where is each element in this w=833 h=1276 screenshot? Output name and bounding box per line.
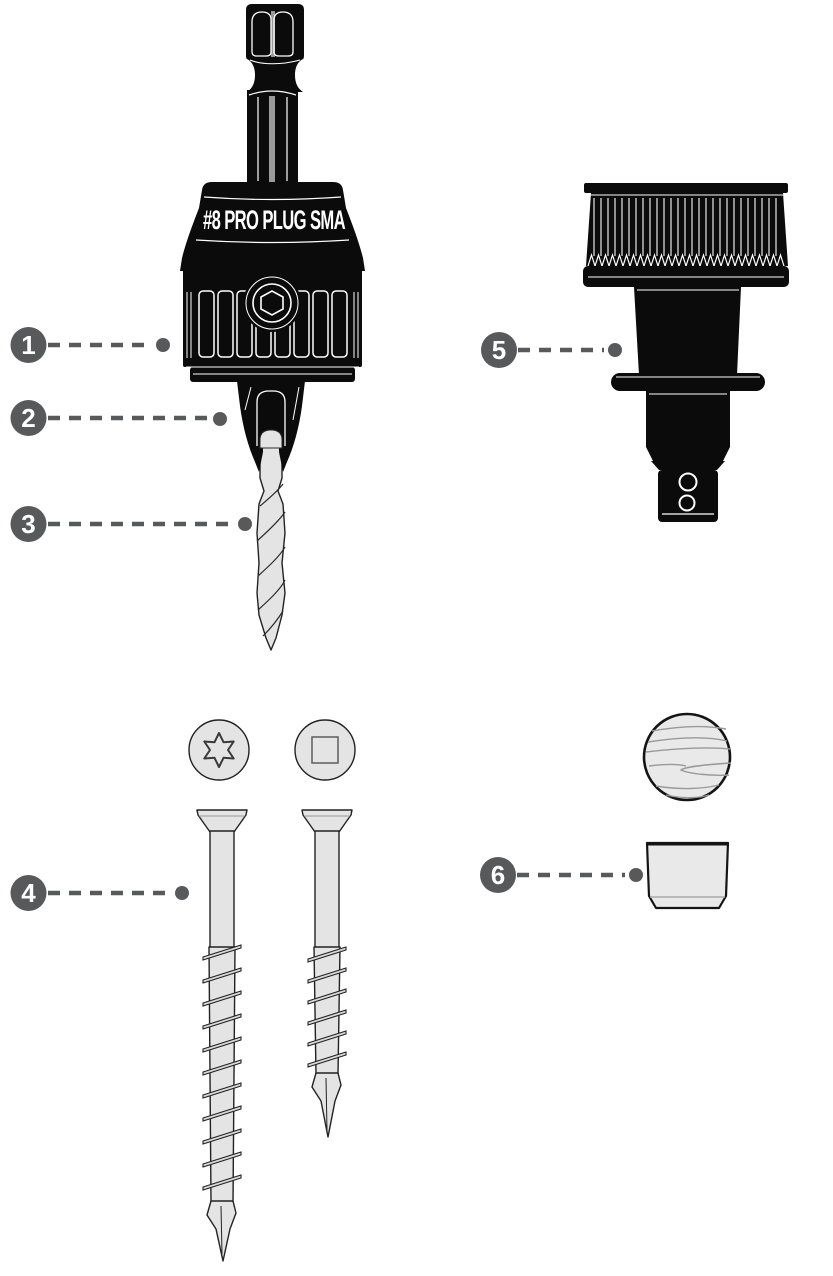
callout-1-number: 1 <box>21 330 35 360</box>
callout-1-dot <box>156 338 170 352</box>
callout-4-dot <box>175 886 189 900</box>
shank-highlight-2 <box>269 96 275 182</box>
long-screw <box>196 809 248 1262</box>
plug-top-view <box>642 712 732 802</box>
depth-collar <box>183 262 362 382</box>
driver-body <box>611 287 765 461</box>
wood-plug <box>642 712 732 910</box>
plug-side-view <box>645 841 730 910</box>
tool-brand-label: #8 PRO PLUG SMA <box>203 205 345 235</box>
drill-bit <box>256 428 286 651</box>
set-screw <box>243 274 301 332</box>
callout-6-number: 6 <box>491 860 505 890</box>
callout-4-badge <box>10 875 47 911</box>
torx-head-top-view <box>188 719 250 781</box>
countersink-drill-tool: #8 PRO PLUG SMA <box>180 4 365 651</box>
callout-2-number: 2 <box>21 403 35 433</box>
torx-drive-icon <box>203 732 235 768</box>
callout-3-dot <box>238 517 252 531</box>
callout-2-badge <box>10 400 47 436</box>
callout-1-badge <box>10 327 47 363</box>
callout-5-number: 5 <box>492 335 506 365</box>
hex-shank <box>246 4 304 183</box>
callout-5: 5 <box>481 332 622 368</box>
bit-flutes <box>256 483 286 637</box>
countersink-cutter <box>237 381 305 472</box>
callout-6-badge <box>480 857 516 893</box>
tip-hole-bottom <box>678 494 696 512</box>
callout-2-dot <box>213 412 227 426</box>
callout-6: 6 <box>480 857 643 893</box>
bit-in-channel <box>259 429 283 449</box>
callout-2: 2 <box>10 400 227 436</box>
tool-body-bell: #8 PRO PLUG SMA <box>180 182 365 271</box>
tip-hole-top <box>678 472 698 492</box>
callout-4: 4 <box>10 875 189 911</box>
hex-socket-icon <box>260 290 284 316</box>
callout-5-badge <box>481 332 517 368</box>
callout-5-dot <box>608 343 622 357</box>
callout-1: 1 <box>10 327 170 363</box>
callout-3: 3 <box>10 506 252 542</box>
knurled-cap <box>583 183 789 287</box>
square-head-top-view <box>294 719 356 781</box>
callout-3-number: 3 <box>21 509 35 539</box>
shank-highlight <box>271 11 275 57</box>
callout-6-dot <box>629 868 643 882</box>
driver-tip <box>651 461 725 522</box>
square-drive-icon <box>311 736 339 764</box>
callout-4-number: 4 <box>21 878 36 908</box>
callout-3-badge <box>10 506 47 542</box>
screws <box>188 719 356 1262</box>
plug-driver-tool <box>583 183 789 522</box>
wood-grain-lines <box>645 725 732 799</box>
short-screw <box>301 809 353 1138</box>
